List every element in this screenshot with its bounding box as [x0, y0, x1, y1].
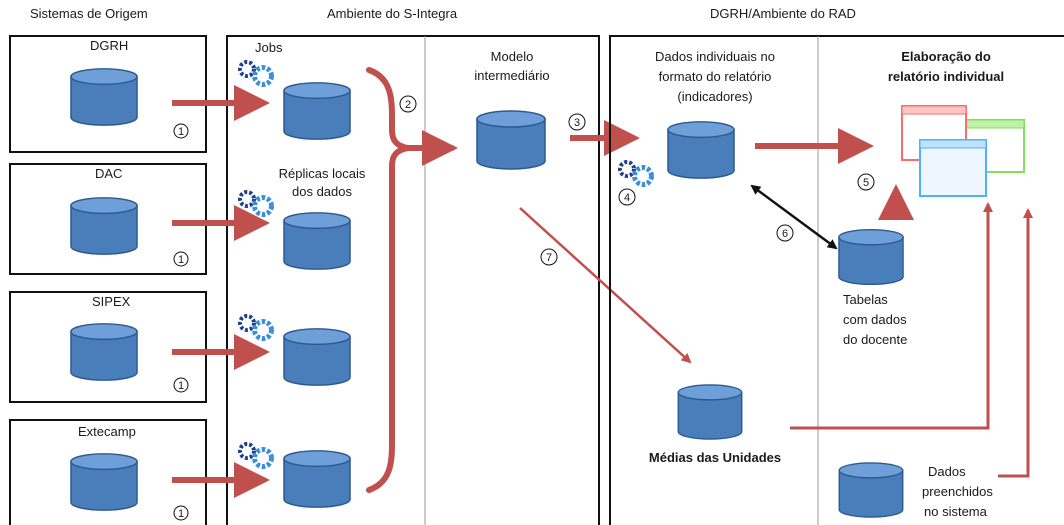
step-4-marker: 4 [624, 192, 630, 204]
step-4-marker-circle [618, 188, 636, 206]
individual-label-line3: (indicadores) [677, 89, 752, 104]
step-1-marker: 1 [178, 126, 184, 138]
source-dac-label: DAC [95, 166, 122, 181]
database-icon [70, 68, 138, 126]
database-icon [70, 323, 138, 381]
filled-label-line3: no sistema [924, 504, 988, 519]
replica-database-icon [283, 82, 351, 140]
filled-data-to-report-arrow [998, 208, 1033, 478]
step-5-marker-circle [857, 173, 875, 191]
rad-box [609, 35, 1064, 525]
averages-to-report-arrow [790, 202, 993, 430]
header-s-integra: Ambiente do S-Integra [327, 6, 458, 21]
step-1-marker: 1 [178, 508, 184, 520]
step-6-marker: 6 [782, 228, 788, 240]
step-6-link-arrow [750, 184, 838, 250]
source-extecamp-label: Extecamp [78, 424, 136, 439]
filled-data-database-icon [838, 462, 904, 518]
step-2-marker: 2 [405, 99, 411, 111]
header-dgrh-rad: DGRH/Ambiente do RAD [710, 6, 856, 21]
report-label-line2: relatório individual [888, 69, 1004, 84]
intermediate-label-line1: Modelo [491, 49, 534, 64]
source-dgrh-label: DGRH [90, 38, 128, 53]
tables-label-line3: do docente [843, 332, 907, 347]
step-1-marker: 1 [178, 254, 184, 266]
individual-database-icon [667, 121, 735, 179]
jobs-gears-icon [240, 192, 272, 215]
step-2-marker-circle [399, 95, 417, 113]
database-icon [70, 197, 138, 255]
source-dgrh: DGRH [9, 35, 207, 153]
step-5-marker: 5 [863, 177, 869, 189]
intermediate-database-icon [476, 110, 546, 170]
replica-database-icon [283, 328, 351, 386]
jobs-gears-icon [240, 444, 272, 467]
step-3-marker-circle [568, 113, 586, 131]
tables-label-line2: com dados [843, 312, 907, 327]
s-integra-box [226, 35, 600, 525]
step-1-markers: 1 1 1 1 [173, 123, 189, 521]
merge-brace [366, 67, 458, 493]
replica-database-icon [283, 450, 351, 508]
step-7-marker-circle [540, 248, 558, 266]
source-dac: DAC [9, 163, 207, 275]
replicas-label-line2: dos dados [292, 184, 352, 199]
source-sipex: SIPEX [9, 291, 207, 403]
teacher-tables-database-icon [838, 228, 904, 286]
averages-label: Médias das Unidades [649, 450, 781, 465]
source-sipex-label: SIPEX [92, 294, 131, 309]
database-icon [70, 453, 138, 511]
source-to-replica-arrows [172, 85, 270, 498]
averages-database-icon [677, 384, 743, 440]
replicas-label-line1: Réplicas locais [279, 166, 366, 181]
step-6-marker-circle [776, 224, 794, 242]
report-windows-icon [901, 105, 1025, 197]
jobs-gears-icon [620, 162, 652, 185]
individual-label-line2: formato do relatório [659, 69, 772, 84]
header-origin: Sistemas de Origem [30, 6, 148, 21]
step-7-marker: 7 [546, 252, 552, 264]
replica-database-icon [283, 212, 351, 270]
step-3-marker: 3 [574, 117, 580, 129]
tables-label-line1: Tabelas [843, 292, 888, 307]
jobs-label: Jobs [255, 40, 283, 55]
jobs-gears-icon [240, 316, 272, 339]
intermediate-label-line2: intermediário [474, 68, 549, 83]
step-7-arrow [519, 207, 692, 364]
jobs-gears-icon [240, 62, 272, 85]
step-1-marker: 1 [178, 380, 184, 392]
report-label-line1: Elaboração do [901, 49, 991, 64]
individual-label-line1: Dados individuais no [655, 49, 775, 64]
filled-label-line1: Dados [928, 464, 966, 479]
filled-label-line2: preenchidos [922, 484, 993, 499]
